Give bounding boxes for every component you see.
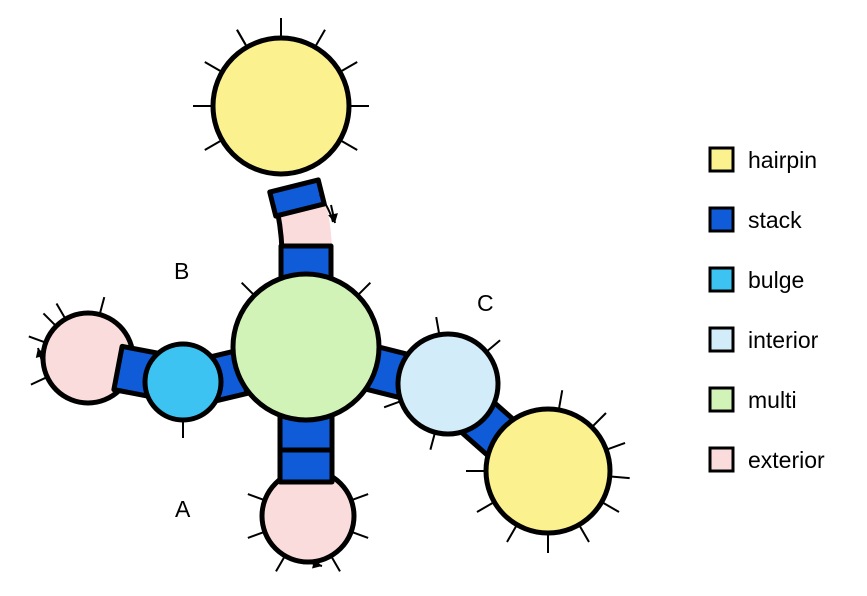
arrow-head <box>312 558 322 569</box>
legend-swatch-bulge <box>708 266 735 293</box>
arrow-left <box>35 347 48 379</box>
legend-swatch-hairpin <box>708 146 735 173</box>
legend-item-stack: stack <box>708 206 802 233</box>
strand-end-arrows <box>35 204 338 569</box>
label-a: A <box>175 496 191 522</box>
legend-label-exterior: exterior <box>748 447 825 473</box>
legend-label-hairpin: hairpin <box>748 147 817 173</box>
arrow-head <box>328 213 338 223</box>
legend-swatch-interior <box>708 326 735 353</box>
legend-item-multi: multi <box>708 386 797 413</box>
stack-top-hairpin <box>267 177 327 219</box>
bulge-loop <box>142 341 224 423</box>
legend-item-exterior: exterior <box>708 446 825 473</box>
legend-swatch-stack <box>708 206 735 233</box>
legend-item-interior: interior <box>708 326 819 353</box>
stack-bottom-2 <box>277 447 335 485</box>
arrow-head <box>35 348 46 359</box>
legend-label-multi: multi <box>748 387 797 413</box>
hairpin-bottom-right <box>483 406 613 536</box>
multi-loop <box>230 271 382 423</box>
legend-swatch-multi <box>708 386 735 413</box>
label-b: B <box>174 258 189 284</box>
legend: hairpin stack bulge interior multi exterior <box>708 146 825 473</box>
interior-loop <box>395 331 501 437</box>
legend-label-stack: stack <box>748 207 802 233</box>
legend-label-bulge: bulge <box>748 267 804 293</box>
hairpin-top <box>210 35 352 177</box>
legend-swatch-exterior <box>708 446 735 473</box>
legend-item-hairpin: hairpin <box>708 146 817 173</box>
loop-shapes <box>40 35 613 565</box>
legend-item-bulge: bulge <box>708 266 804 293</box>
arrow-top <box>328 204 338 224</box>
label-c: C <box>477 290 494 316</box>
legend-label-interior: interior <box>748 327 819 353</box>
arrow-bottom <box>291 557 323 569</box>
